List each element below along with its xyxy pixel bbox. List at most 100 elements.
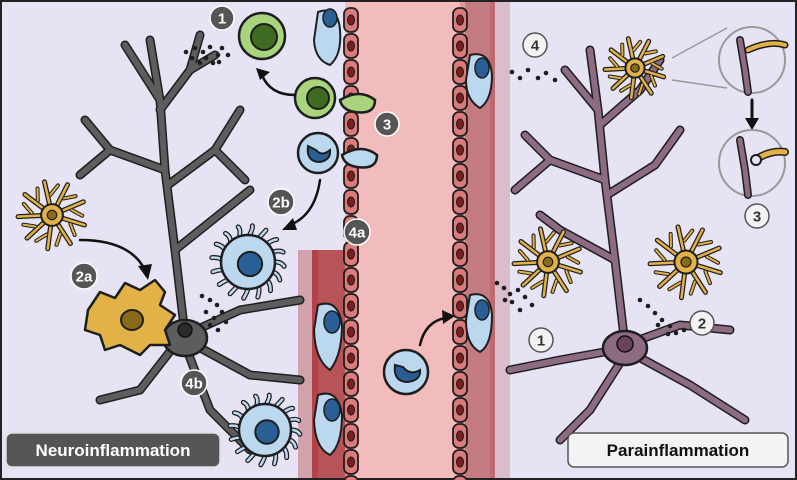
cytokine-dot — [502, 297, 508, 303]
arrow-head-2a — [138, 264, 152, 280]
cytokine-dot — [192, 45, 198, 51]
endothelial-cell — [343, 111, 359, 137]
label-neuroinflammation: Neuroinflammation — [5, 432, 221, 468]
cytokine-dot — [215, 327, 221, 333]
cytokine-dot — [223, 319, 229, 325]
endothelial-cell — [452, 85, 468, 111]
endothelial-cell — [452, 345, 468, 371]
cytokine-dot — [543, 70, 549, 76]
endothelial-cell — [452, 397, 468, 423]
cytokine-dot — [659, 317, 665, 323]
endothelial-cell — [343, 293, 359, 319]
cytokine-dot — [219, 309, 225, 315]
badge-1: 1 — [209, 5, 235, 31]
microglia-group — [15, 36, 723, 301]
arrow-head-monocyte — [442, 310, 455, 324]
endothelial-cell — [452, 319, 468, 345]
badge-r1: 1 — [528, 327, 554, 353]
endothelial-cell — [343, 59, 359, 85]
cytokine-dots — [183, 44, 687, 337]
macrophage-cell — [227, 392, 303, 468]
lymphocyte-1 — [237, 11, 287, 61]
arrow-lymph-1 — [260, 73, 297, 97]
microglia-cell — [602, 36, 667, 101]
arrow-head-lymph-1 — [256, 68, 270, 80]
microglia-cell — [15, 179, 87, 252]
endothelial-cell — [452, 7, 468, 33]
endothelial-cell — [452, 371, 468, 397]
endothelial-cell — [452, 137, 468, 163]
endothelial-cell — [452, 163, 468, 189]
activated-microglia — [83, 278, 177, 357]
svg-text:2: 2 — [698, 316, 706, 333]
cytokine-dot — [211, 315, 217, 321]
endothelial-cell — [452, 215, 468, 241]
cytokine-dot — [517, 307, 523, 313]
endothelial-cell — [452, 111, 468, 137]
monocyte-transmigrating — [296, 131, 379, 175]
endothelial-cell — [452, 475, 468, 480]
cytokine-dot — [216, 59, 222, 65]
cytokine-dot — [681, 327, 687, 333]
cytokine-dot — [210, 60, 216, 66]
badge-r2: 2 — [689, 310, 715, 336]
arrows — [78, 68, 759, 347]
arrow-monocyte — [418, 316, 447, 347]
endothelial-cell — [452, 33, 468, 59]
cytokine-dot — [219, 45, 225, 51]
cytokine-dot — [552, 77, 558, 83]
svg-text:4: 4 — [531, 38, 540, 55]
svg-text:2a: 2a — [76, 269, 93, 286]
endothelial-cell — [343, 319, 359, 345]
cytokine-dot — [673, 330, 679, 336]
arrow-2a — [78, 238, 147, 272]
lymphocyte-transmigrating — [293, 76, 377, 120]
cytokine-dot — [225, 52, 231, 58]
svg-text:4a: 4a — [349, 225, 366, 242]
svg-text:1: 1 — [537, 333, 545, 350]
endothelial-cell — [452, 241, 468, 267]
cytokine-dot — [494, 280, 500, 286]
cytokine-dot — [535, 75, 541, 81]
arrow-head-2b — [282, 218, 297, 230]
endothelial-cell — [343, 397, 359, 423]
microglia-cell — [511, 226, 583, 299]
cytokine-dot — [189, 55, 195, 61]
badge-3: 3 — [374, 111, 400, 137]
svg-text:Neuroinflammation: Neuroinflammation — [36, 441, 191, 460]
cytokine-dot — [637, 297, 643, 303]
cytokine-dot — [203, 309, 209, 315]
cytokine-dot — [197, 60, 203, 66]
cytokine-dot — [509, 69, 515, 75]
badge-4b: 4b — [180, 369, 208, 397]
endothelial-wall-right — [452, 7, 468, 480]
adherent-cells — [312, 8, 494, 457]
macrophage-cell — [209, 223, 287, 301]
cytokine-dot — [200, 49, 206, 55]
cytokine-dot — [655, 322, 661, 328]
cytokine-dot — [652, 310, 658, 316]
cytokine-dot — [665, 331, 671, 337]
cytokine-dot — [507, 291, 513, 297]
endothelial-cell — [343, 371, 359, 397]
endothelial-cell — [452, 449, 468, 475]
endothelial-cell — [343, 423, 359, 449]
endothelial-cell — [343, 449, 359, 475]
arrow-head-zoom — [745, 118, 759, 130]
cytokine-dot — [215, 52, 221, 58]
endothelial-cell — [343, 267, 359, 293]
endothelial-cell — [452, 59, 468, 85]
endothelial-cell — [452, 293, 468, 319]
endothelial-cell — [343, 189, 359, 215]
blood-vessel — [298, 2, 510, 478]
badge-4a: 4a — [343, 218, 371, 246]
endothelial-cell — [452, 267, 468, 293]
badge-2b: 2b — [267, 188, 295, 216]
badge-2a: 2a — [70, 262, 98, 290]
cytokine-dot — [509, 299, 515, 305]
microglia-cell — [647, 224, 723, 301]
cytokine-dot — [207, 322, 213, 328]
cytokine-dot — [517, 75, 523, 81]
cytokine-dot — [645, 303, 651, 309]
